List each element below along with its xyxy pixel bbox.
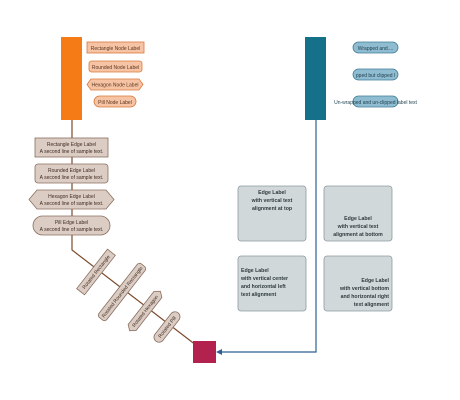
- node-label-unwrapped: Un-wrapped and un-clipped label text: [334, 95, 418, 108]
- alignment-bottom-line1: Edge Label: [344, 216, 372, 222]
- edge-label-pill: Pill Edge Label A second line of sample …: [32, 215, 111, 236]
- alignment-bottom-line3: alignment at bottom: [333, 232, 383, 238]
- alignment-center-left-line1: Edge Label: [241, 268, 269, 274]
- teal-source-node[interactable]: [305, 37, 326, 120]
- edge-label-rounded-line2: A second line of sample text.: [40, 175, 104, 181]
- alignment-top-line3: alignment at top: [252, 206, 292, 212]
- alignment-box-bottom: Edge Label with vertical text alignment …: [323, 185, 393, 242]
- node-label-pill: Pill Node Label: [93, 95, 137, 108]
- alignment-center-left-line3: and horizontal left: [241, 284, 286, 290]
- alignment-center-left-line2: with vertical center: [240, 276, 288, 282]
- edge-label-pill-line1: Pill Edge Label: [55, 220, 88, 226]
- node-label-rectangle: Rectangle Node Label: [86, 41, 145, 54]
- edge-label-pill-line2: A second line of sample text.: [40, 227, 104, 233]
- alignment-box-top: Edge Label with vertical text alignment …: [237, 185, 307, 242]
- orange-source-node[interactable]: [61, 37, 82, 120]
- alignment-bottom-right-line2: with vertical bottom: [339, 286, 389, 292]
- edge-label-hexagon: Hexagon Edge Label A second line of samp…: [28, 189, 115, 210]
- edge-label-rectangle-line2: A second line of sample text.: [40, 149, 104, 155]
- edge-label-hexagon-line1: Hexagon Edge Label: [48, 194, 95, 200]
- node-label-hexagon: Hexagon Node Label: [86, 78, 144, 91]
- rotated-label-rectangle-text: Rotated Rectangle: [82, 254, 112, 291]
- edge-label-rectangle-line1: Rectangle Edge Label: [47, 142, 96, 148]
- target-node[interactable]: [193, 341, 216, 363]
- alignment-top-line2: with vertical text: [251, 198, 293, 204]
- edge-arrowhead: [216, 349, 222, 355]
- node-label-unwrapped-text: Un-wrapped and un-clipped label text: [334, 100, 417, 106]
- node-label-rectangle-text: Rectangle Node Label: [91, 46, 140, 52]
- edges: [71, 120, 317, 355]
- node-label-clipped-text: pped but clipped l: [356, 73, 395, 79]
- alignment-bottom-right-line3: and horizontal right: [341, 294, 390, 300]
- edge-orange-to-target: [71, 120, 206, 353]
- alignment-bottom-right-line4: text alignment: [354, 302, 389, 308]
- edge-label-rounded: Rounded Edge Label A second line of samp…: [34, 163, 109, 184]
- rotated-label-rounded-text: Rotated Rounded Rectangle: [101, 266, 145, 320]
- node-label-wrapped: Wrapped and....: [352, 41, 399, 54]
- node-label-rounded: Rounded Node Label: [88, 60, 143, 73]
- node-label-wrapped-text: Wrapped and....: [358, 46, 394, 52]
- edge-label-rectangle: Rectangle Edge Label A second line of sa…: [34, 137, 109, 158]
- node-label-pill-text: Pill Node Label: [98, 100, 132, 106]
- node-label-hexagon-text: Hexagon Node Label: [92, 83, 139, 89]
- node-label-clipped: pped but clipped l: [352, 68, 399, 81]
- edge-label-hexagon-line2: A second line of sample text.: [40, 201, 104, 207]
- node-label-rounded-text: Rounded Node Label: [92, 65, 139, 71]
- edge-label-rounded-line1: Rounded Edge Label: [48, 168, 95, 174]
- alignment-box-bottom-right: Edge Label with vertical bottom and hori…: [323, 255, 393, 312]
- edge-teal-to-target: [220, 120, 317, 353]
- alignment-box-center-left: Edge Label with vertical center and hori…: [237, 255, 307, 312]
- alignment-center-left-line4: text alignment: [241, 292, 276, 298]
- alignment-bottom-line2: with vertical text: [337, 224, 379, 230]
- alignment-bottom-right-line1: Edge Label: [361, 278, 389, 284]
- rotated-label-rectangle: Rotated Rectangle: [76, 248, 116, 296]
- alignment-top-line1: Edge Label: [258, 190, 286, 196]
